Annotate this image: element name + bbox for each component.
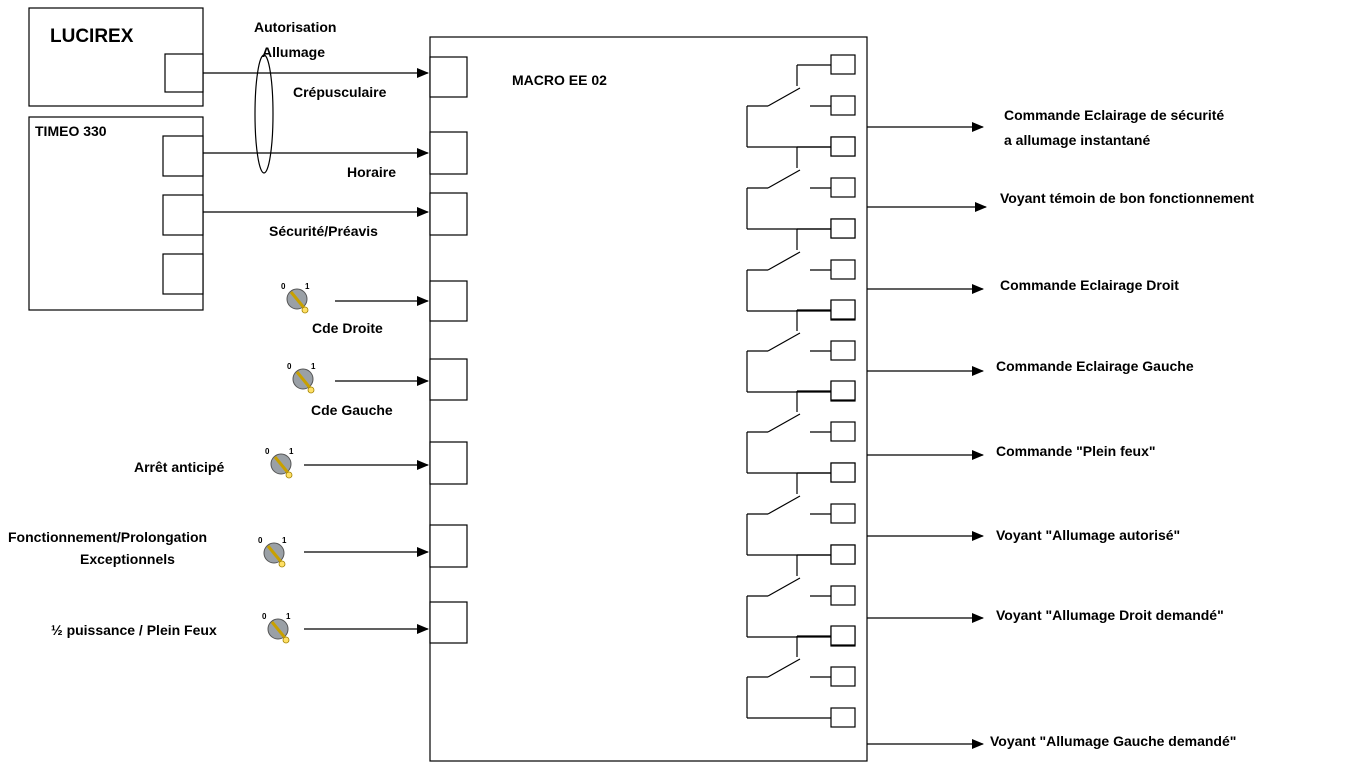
- svg-text:0: 0: [262, 612, 267, 621]
- label-out8: Voyant "Allumage Gauche demandé": [990, 733, 1236, 749]
- input-connections: [203, 54, 429, 634]
- relay-terminal: [830, 259, 856, 280]
- relay-terminal: [830, 707, 856, 728]
- label-out1-line1: Commande Eclairage de sécurité: [1004, 107, 1224, 123]
- lucirex-device: LUCIREX: [28, 7, 204, 107]
- relay-terminal: [830, 421, 856, 442]
- svg-text:1: 1: [289, 447, 294, 456]
- key-switch-icon[interactable]: 0 1: [258, 536, 287, 568]
- lucirex-label: LUCIREX: [50, 26, 134, 47]
- label-puissance: ½ puissance / Plein Feux: [51, 622, 217, 638]
- label-out2: Voyant témoin de bon fonctionnement: [1000, 190, 1254, 206]
- relay-blade: [767, 169, 801, 189]
- relay-terminal: [830, 54, 856, 75]
- output-connections: [867, 122, 987, 749]
- relay-blade: [767, 577, 801, 597]
- key-switch-icon[interactable]: 0 1: [287, 362, 316, 394]
- label-out4: Commande Eclairage Gauche: [996, 358, 1194, 374]
- macro-input-4: [429, 280, 468, 322]
- label-securite: Sécurité/Préavis: [269, 223, 378, 239]
- relay-blade: [767, 495, 801, 515]
- macro-input-5: [429, 358, 468, 401]
- relay-outputs: [746, 54, 856, 728]
- label-crepusculaire: Crépusculaire: [293, 84, 387, 100]
- relay-terminal: [830, 95, 856, 116]
- label-cde-gauche: Cde Gauche: [311, 402, 393, 418]
- label-autorisation: Autorisation: [254, 19, 336, 35]
- key-switch-icon[interactable]: 0 1: [265, 447, 294, 479]
- label-out3: Commande Eclairage Droit: [1000, 277, 1179, 293]
- timeo-terminal-1: [162, 135, 204, 177]
- authorisation-bracket: [254, 54, 274, 174]
- relay-blade: [767, 658, 801, 678]
- relay-terminal: [830, 625, 856, 646]
- svg-text:1: 1: [311, 362, 316, 371]
- relay-terminal: [830, 380, 856, 401]
- macro-input-3: [429, 192, 468, 236]
- relay-terminal: [830, 218, 856, 239]
- timeo-device: TIMEO 330: [28, 116, 204, 311]
- key-switch-icon[interactable]: 0 1: [281, 282, 310, 314]
- label-out1-line2: a allumage instantané: [1004, 132, 1150, 148]
- relay-blade: [767, 332, 801, 352]
- macro-input-6: [429, 441, 468, 485]
- svg-text:1: 1: [305, 282, 310, 291]
- timeo-terminal-3: [162, 253, 204, 295]
- svg-text:0: 0: [258, 536, 263, 545]
- macro-input-2: [429, 131, 468, 175]
- relay-terminal: [830, 666, 856, 687]
- timeo-terminal-2: [162, 194, 204, 236]
- macro-input-7: [429, 524, 468, 568]
- label-fonctionnement: Fonctionnement/Prolongation: [8, 529, 207, 545]
- relay-terminal: [830, 503, 856, 524]
- macro-device: MACRO EE 02: [429, 36, 868, 762]
- relay-blade: [767, 251, 801, 271]
- lucirex-terminal: [164, 53, 204, 93]
- relay-terminal: [830, 462, 856, 483]
- key-switch-icon[interactable]: 0 1: [262, 612, 291, 644]
- relay-contact: [746, 462, 856, 565]
- label-out6: Voyant "Allumage autorisé": [996, 527, 1180, 543]
- svg-text:1: 1: [282, 536, 287, 545]
- label-out7: Voyant "Allumage Droit demandé": [996, 607, 1224, 623]
- relay-terminal: [830, 177, 856, 198]
- label-out5: Commande "Plein feux": [996, 443, 1156, 459]
- svg-text:0: 0: [287, 362, 292, 371]
- relay-terminal: [830, 585, 856, 606]
- macro-label: MACRO EE 02: [512, 72, 607, 88]
- label-horaire: Horaire: [347, 164, 396, 180]
- relay-terminal: [830, 136, 856, 157]
- svg-text:0: 0: [281, 282, 286, 291]
- output-labels: Commande Eclairage de sécurité a allumag…: [990, 107, 1254, 749]
- macro-input-8: [429, 601, 468, 644]
- label-exceptionnels: Exceptionnels: [80, 551, 175, 567]
- relay-terminal: [830, 340, 856, 361]
- label-arret: Arrêt anticipé: [134, 459, 224, 475]
- relay-terminal: [830, 299, 856, 320]
- relay-contact: [746, 625, 856, 728]
- svg-text:0: 0: [265, 447, 270, 456]
- relay-blade: [767, 87, 801, 107]
- relay-terminal: [830, 544, 856, 565]
- label-allumage: Allumage: [262, 44, 325, 60]
- svg-text:1: 1: [286, 612, 291, 621]
- timeo-label: TIMEO 330: [35, 123, 107, 139]
- label-cde-droite: Cde Droite: [312, 320, 383, 336]
- input-labels: Autorisation Allumage Crépusculaire Hora…: [8, 19, 396, 638]
- macro-input-1: [429, 56, 468, 98]
- relay-blade: [767, 413, 801, 433]
